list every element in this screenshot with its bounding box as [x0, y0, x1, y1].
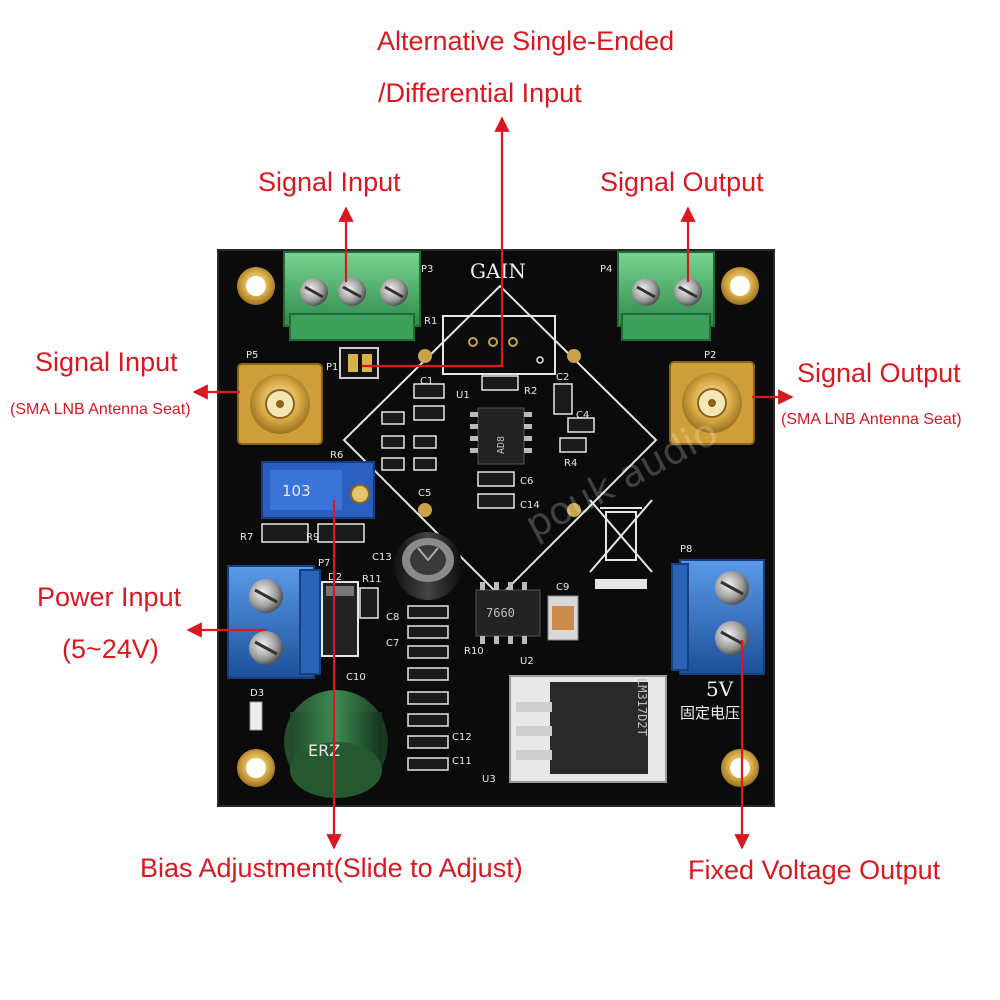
regulator-marking: LM317D2T: [635, 678, 649, 736]
refdes-r1: R1: [424, 316, 437, 327]
refdes-d3: D3: [250, 688, 264, 699]
refdes-c1: C1: [420, 376, 433, 387]
refdes-u3: U3: [482, 774, 496, 785]
refdes-c14: C14: [520, 500, 540, 511]
refdes-c9: C9: [556, 582, 569, 593]
label-alt-input-line2: /Differential Input: [378, 78, 582, 108]
refdes-p7: P7: [318, 558, 330, 569]
gain-silkscreen: GAIN: [470, 259, 526, 283]
five-v-silkscreen: 5V: [706, 677, 734, 701]
label-signal-input-sma: Signal Input: [35, 347, 178, 377]
chinese-silkscreen: 固定电压: [680, 704, 740, 722]
gold-pads: [418, 337, 581, 517]
refdes-c13: C13: [372, 552, 392, 563]
label-signal-input-terminal: Signal Input: [258, 167, 401, 197]
jumper-p1: [339, 347, 379, 379]
label-signal-input-sma-sub: (SMA LNB Antenna Seat): [10, 401, 191, 418]
refdes-c10: C10: [346, 672, 366, 683]
capacitor-c13: [394, 532, 462, 600]
label-signal-output-sma: Signal Output: [797, 358, 961, 388]
chip-u1: [470, 407, 532, 465]
refdes-r11: R11: [362, 574, 382, 585]
label-bias-adjustment: Bias Adjustment(Slide to Adjust): [140, 853, 523, 883]
refdes-c7: C7: [386, 638, 399, 649]
led-d3: [249, 701, 263, 731]
refdes-c11: C11: [452, 756, 472, 767]
label-signal-output-sma-sub: (SMA LNB Antenna Seat): [781, 411, 962, 428]
label-fixed-voltage-output: Fixed Voltage Output: [688, 855, 941, 885]
label-power-input-range: (5~24V): [62, 634, 159, 664]
refdes-r6: R6: [330, 450, 343, 461]
refdes-c6: C6: [520, 476, 533, 487]
trimmer-marking: 103: [282, 482, 311, 500]
chip-u1-marking: AD8: [496, 436, 507, 454]
refdes-u1: U1: [456, 390, 470, 401]
label-power-input: Power Input: [37, 582, 182, 612]
label-signal-output-terminal: Signal Output: [600, 167, 764, 197]
smd-components: [261, 375, 595, 771]
refdes-p1: P1: [326, 362, 338, 373]
refdes-c2: C2: [556, 372, 569, 383]
terminal-block-power: [227, 565, 321, 679]
trimmer-potentiometer: [261, 461, 375, 519]
refdes-r10: R10: [464, 646, 484, 657]
capacitor-c9: [547, 595, 579, 641]
label-alt-input-line1: Alternative Single-Ended: [377, 26, 675, 56]
chip-u2: [475, 582, 541, 644]
refdes-u2: U2: [520, 656, 534, 667]
refdes-p2: P2: [704, 350, 716, 361]
terminal-block-output: [617, 251, 715, 341]
terminal-block-5v: [671, 559, 765, 675]
refdes-r2: R2: [524, 386, 537, 397]
refdes-r9: R9: [306, 532, 319, 543]
diode-d2: [321, 581, 359, 657]
refdes-c8: C8: [386, 612, 399, 623]
callout-arrows: [186, 116, 794, 850]
refdes-r4: R4: [564, 458, 577, 469]
capacitor-c10: ERZ: [284, 690, 388, 798]
refdes-p3: P3: [421, 264, 433, 275]
refdes-c5: C5: [418, 488, 431, 499]
refdes-p4: P4: [600, 264, 612, 275]
refdes-c12: C12: [452, 732, 472, 743]
terminal-block-input: [283, 251, 421, 341]
refdes-c4: C4: [576, 410, 589, 421]
mounting-holes: [237, 267, 759, 787]
weee-symbol-icon: [589, 499, 653, 589]
sma-connector-input: [237, 363, 323, 445]
refdes-r7: R7: [240, 532, 253, 543]
voltage-regulator-u3: [509, 675, 667, 783]
svg-text:ERZ: ERZ: [308, 741, 340, 760]
refdes-p8: P8: [680, 544, 692, 555]
refdes-p5: P5: [246, 350, 258, 361]
chip-u2-marking: 7660: [486, 606, 515, 620]
sma-connector-output: [669, 361, 755, 445]
